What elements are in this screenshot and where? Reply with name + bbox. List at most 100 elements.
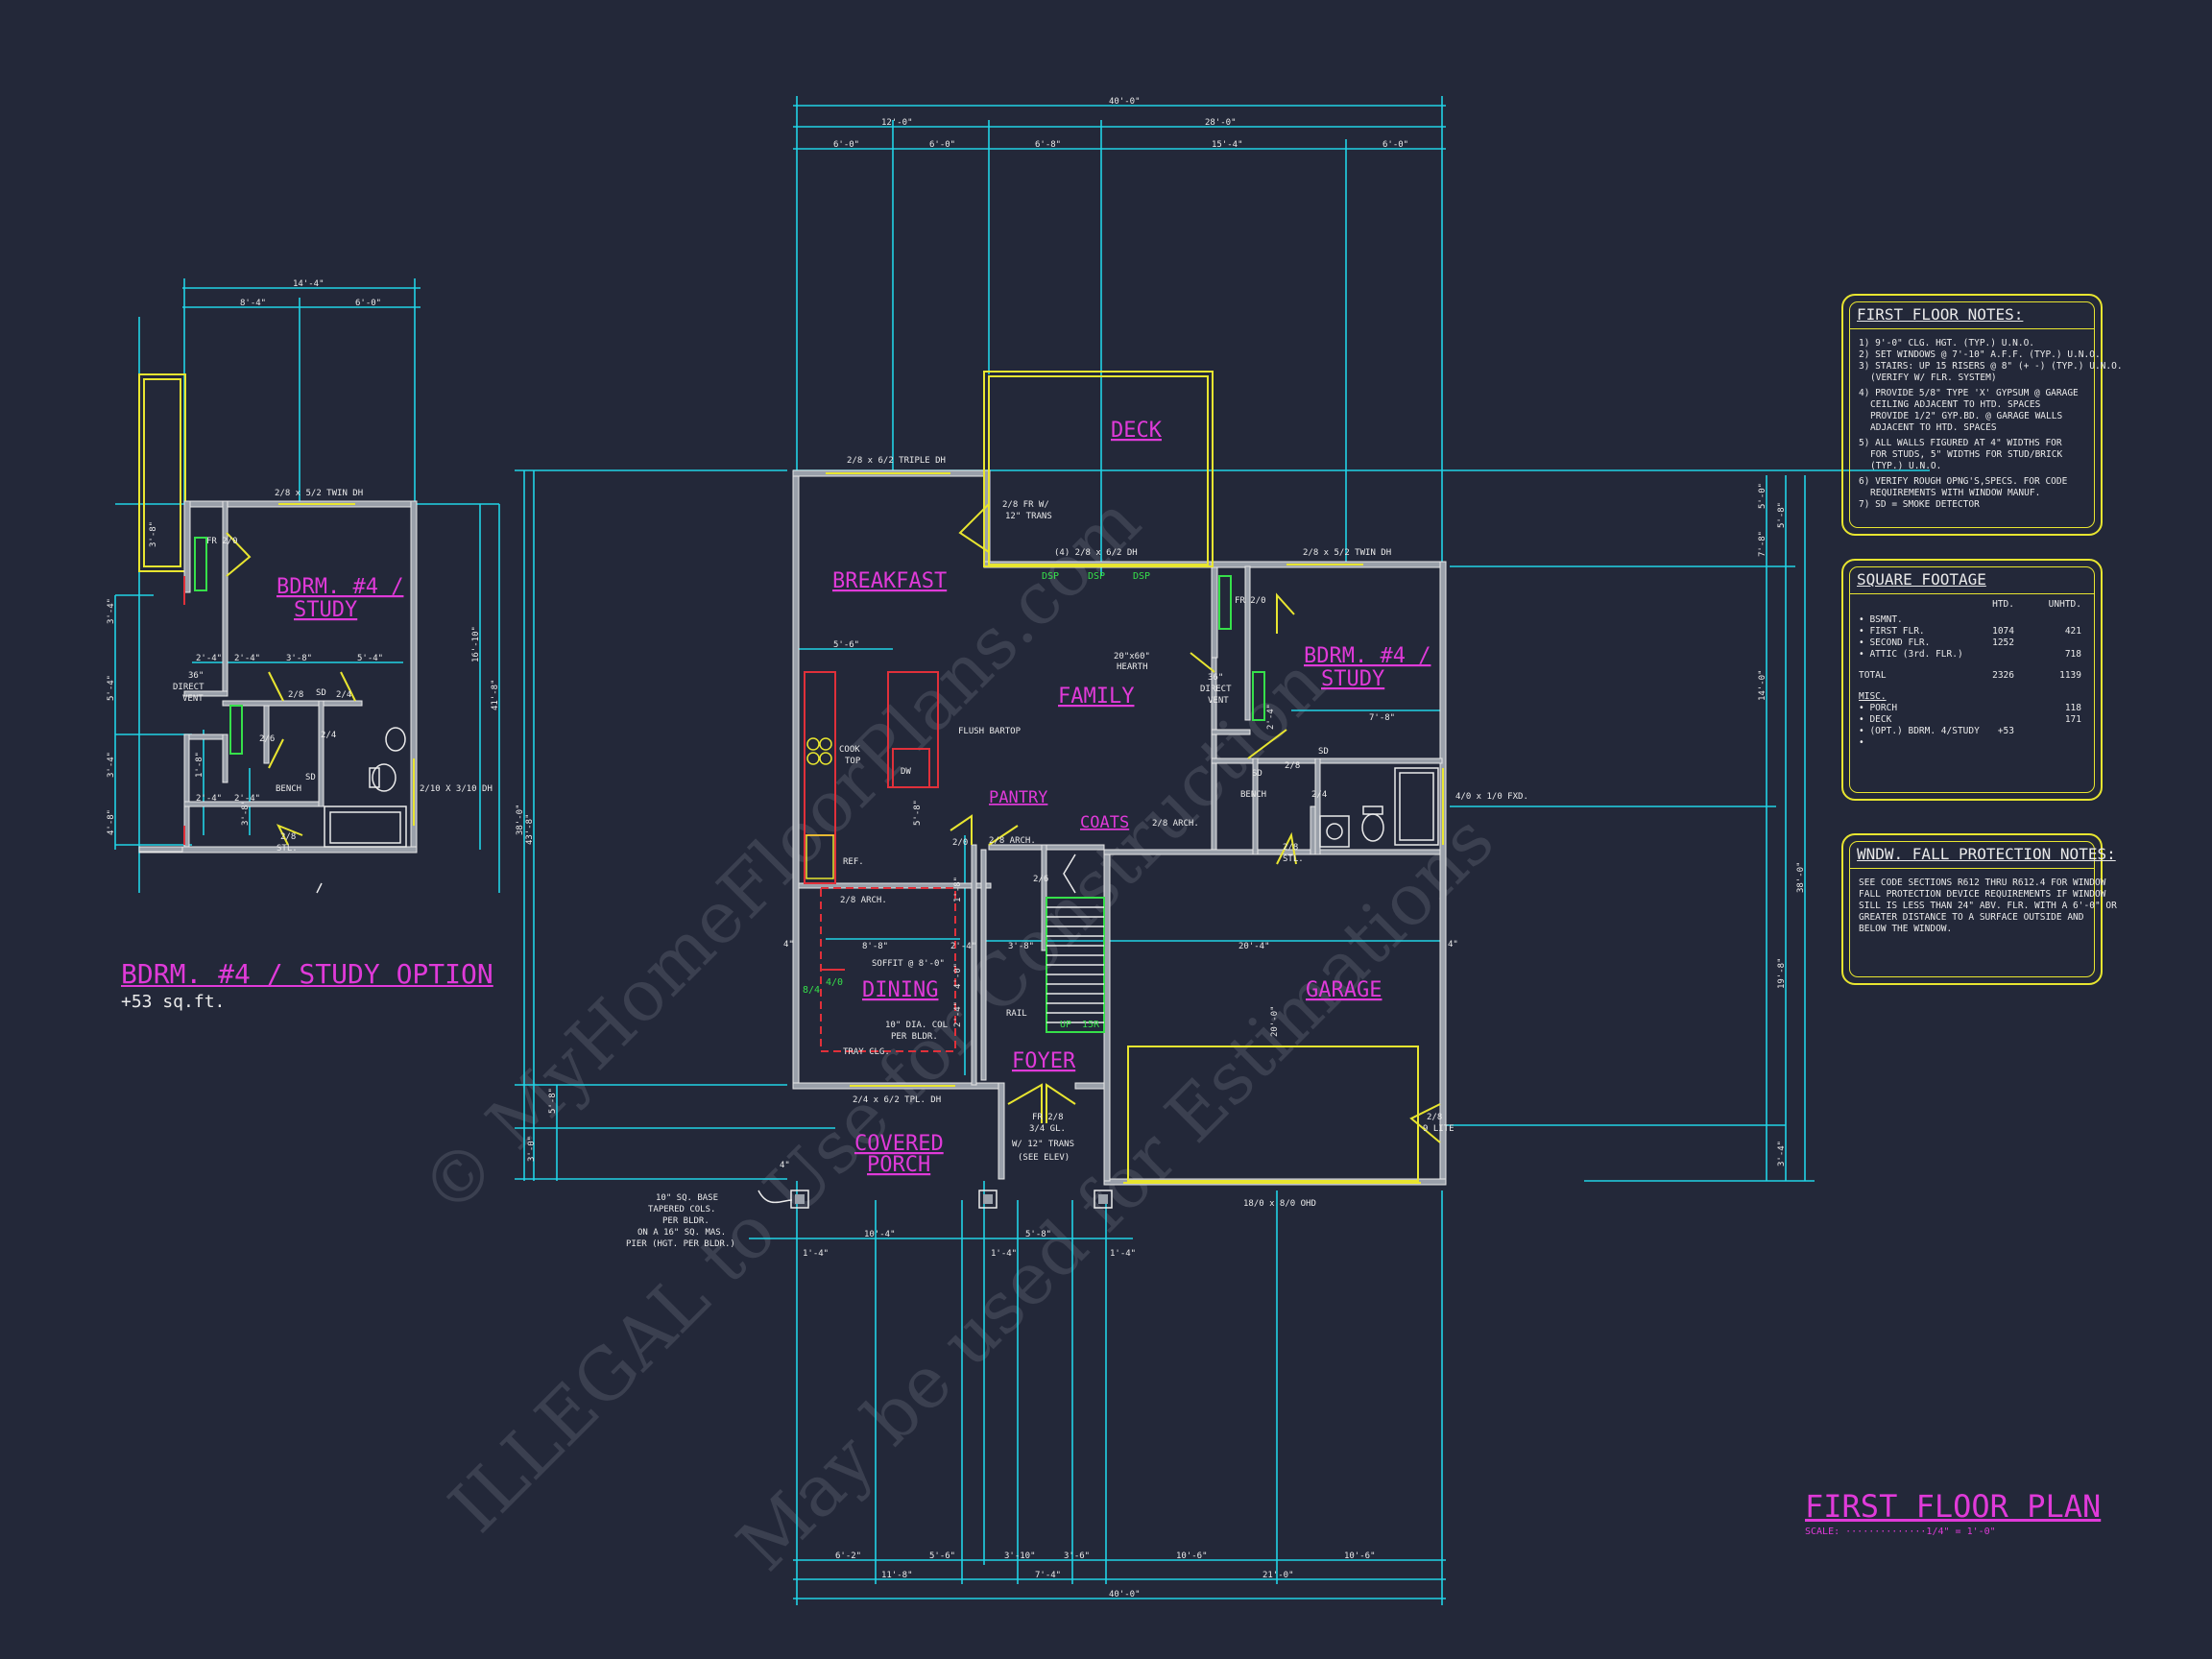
dim-top-1: 12'-0"	[881, 118, 913, 128]
note-fr-trans-2: 12" TRANS	[1005, 512, 1052, 521]
note-twin-dh: 2/8 x 5/2 TWIN DH	[1303, 548, 1391, 558]
note-cooktop-2: TOP	[845, 757, 861, 766]
opt-dim-j: 3'-8"	[241, 800, 251, 826]
opt-sd-2: SD	[305, 773, 316, 782]
square-footage-title: SQUARE FOOTAGE	[1857, 570, 1986, 589]
note-soffit: SOFFIT @ 8'-0"	[872, 959, 945, 969]
sqft-misc-title: MISC.	[1859, 691, 1887, 702]
note-deck-doors: (4) 2/8 x 6/2 DH	[1054, 548, 1138, 558]
dim-i-10: 5'-8"	[913, 800, 923, 826]
sqft-misc-row: • (OPT.) BDRM. 4/STUDY+53	[1859, 726, 2014, 736]
note-tray: TRAY CLG.	[843, 1047, 890, 1057]
note-col-1: 10" DIA. COL	[885, 1021, 948, 1030]
note-ohd: 18/0 x 8/0 OHD	[1243, 1199, 1316, 1209]
note-vent-3: VENT	[1208, 696, 1229, 706]
opt-dim-b: 5'-4"	[107, 675, 116, 701]
panel-inner-border	[1849, 566, 2095, 793]
dim-bot-3: 21'-0"	[1262, 1571, 1294, 1580]
dim-left-1: 38'-0"	[516, 804, 525, 835]
dim-right-1: 5'-0"	[1758, 483, 1767, 509]
note-col-2: PER BLDR.	[891, 1032, 938, 1042]
room-deck: DECK	[1111, 419, 1163, 443]
dim-right-6: 3'-4"	[1777, 1141, 1787, 1166]
dim-left-3: 5'-8"	[548, 1088, 558, 1114]
room-garage: GARAGE	[1306, 978, 1382, 1002]
dim-i-4: 20'-4"	[1238, 942, 1270, 951]
note-door-20: 2/0	[952, 838, 968, 848]
dim-i-13: 2'-4"	[953, 1001, 963, 1027]
dim-i-3: 3'-8"	[1008, 942, 1034, 951]
dim-top-5: 6'-8"	[1035, 140, 1061, 150]
dim-i-11: 1'-8"	[953, 877, 963, 902]
note-line: REQUIREMENTS WITH WINDOW MANUF.	[1870, 488, 2041, 498]
opt-dim-l: 16'-10"	[471, 626, 481, 662]
note-cols-1: 10" SQ. BASE	[656, 1193, 718, 1203]
note-dsp-2: DSP	[1088, 571, 1105, 582]
first-floor-notes-title: FIRST FLOOR NOTES:	[1857, 305, 2024, 324]
note-cooktop-1: COOK	[839, 745, 860, 755]
sqft-row: • ATTIC (3rd. FLR.)718	[1859, 649, 2081, 660]
note-line: 1) 9'-0" CLG. HGT. (TYP.) U.N.O.	[1859, 338, 2035, 349]
panel-divider	[1849, 868, 2095, 869]
note-front-4: (SEE ELEV)	[1018, 1153, 1070, 1163]
note-line: 6) VERIFY ROUGH OPNG'S,SPECS. FOR CODE	[1859, 476, 2068, 487]
sqft-misc-row: •	[1859, 737, 1864, 748]
room-porch: PORCH	[867, 1153, 930, 1177]
note-door-26: 2/6	[1033, 875, 1048, 884]
opt-dim-c: 3'-4"	[107, 598, 116, 624]
dim-top-4: 6'-0"	[929, 140, 955, 150]
room-coats: COATS	[1080, 813, 1129, 832]
dim-i-9: 4"	[780, 1161, 790, 1170]
room-covered: COVERED	[854, 1132, 944, 1156]
note-dsp-3: DSP	[1133, 571, 1150, 582]
dim-porch-4: 5'-8"	[1025, 1230, 1051, 1239]
opt-door-24b: 2/4	[321, 731, 336, 740]
note-15r: 15R	[1082, 1020, 1100, 1030]
note-line: (VERIFY W/ FLR. SYSTEM)	[1870, 373, 1997, 383]
note-line: (TYP.) U.N.O.	[1870, 461, 1942, 471]
opt-dim-f: 3'-8"	[286, 654, 312, 663]
stairs	[1046, 854, 1105, 1033]
opt-dh: 2/10 X 3/10 DH	[420, 784, 493, 794]
note-dsp-1: DSP	[1042, 571, 1059, 582]
sqft-row: • BSMNT.	[1859, 614, 1903, 625]
note-arch-3: 2/8 ARCH.	[1152, 819, 1199, 829]
opt-vent-3: VENT	[182, 694, 204, 704]
dim-right-4: 38'-0"	[1796, 861, 1806, 893]
first-floor-notes-body: 1) 9'-0" CLG. HGT. (TYP.) U.N.O. 2) SET …	[1859, 338, 2123, 511]
dim-i-14: 20'-0"	[1270, 1005, 1280, 1037]
note-front-2: 3/4 GL.	[1029, 1124, 1066, 1134]
note-line: CEILING ADJACENT TO HTD. SPACES	[1870, 399, 2041, 410]
window-note-line: FALL PROTECTION DEVICE REQUIREMENTS IF W…	[1859, 889, 2106, 900]
option-plan-text: 14'-4" 8'-4" 6'-0" BDRM. #4 / STUDY 2/8 …	[107, 279, 500, 854]
note-sd-2: SD	[1318, 747, 1329, 757]
option-plan-lines	[114, 278, 500, 893]
opt-dim-g: 5'-4"	[357, 654, 383, 663]
note-lite-1: 2/8	[1427, 1113, 1442, 1122]
dim-i-6: 7'-8"	[1369, 713, 1395, 723]
note-door-24: 2/4	[1311, 790, 1327, 800]
opt-dim-h: 2'-4"	[196, 794, 222, 804]
opt-bench: BENCH	[276, 784, 301, 794]
dim-top-6: 15'-4"	[1212, 140, 1243, 150]
opt-stl-1: 2/8	[280, 832, 296, 842]
panel-divider	[1849, 593, 2095, 594]
openings	[826, 472, 1444, 1184]
note-arch-2: 2/8 ARCH.	[989, 836, 1036, 846]
note-triple-dh: 2/8 x 6/2 TRIPLE DH	[847, 456, 946, 466]
room-bedroom-4: BDRM. #4 /	[1304, 644, 1431, 668]
dim-overall-bottom: 40'-0"	[1109, 1590, 1141, 1599]
opt-door-28: 2/8	[288, 690, 303, 700]
dim-left-4: 3'-0"	[527, 1136, 537, 1162]
dim-porch-1: 1'-4"	[803, 1249, 829, 1259]
sqft-header: HTD.UNHTD.	[1992, 599, 2081, 610]
note-fr20: FR 2/0	[1235, 596, 1266, 606]
main-side-dimensions: 38'-0" 43'-8" 5'-8" 3'-0" 5'-0" 5'-8" 14…	[516, 483, 1806, 1166]
dim-overall-top: 40'-0"	[1109, 97, 1141, 107]
dim-bot-7: 3'-6"	[1064, 1551, 1090, 1561]
window-notes-body: SEE CODE SECTIONS R612 THRU R612.4 FOR W…	[1859, 878, 2117, 935]
panel-inner-border	[1849, 301, 2095, 528]
opt-dim-e: 2'-4"	[234, 654, 260, 663]
